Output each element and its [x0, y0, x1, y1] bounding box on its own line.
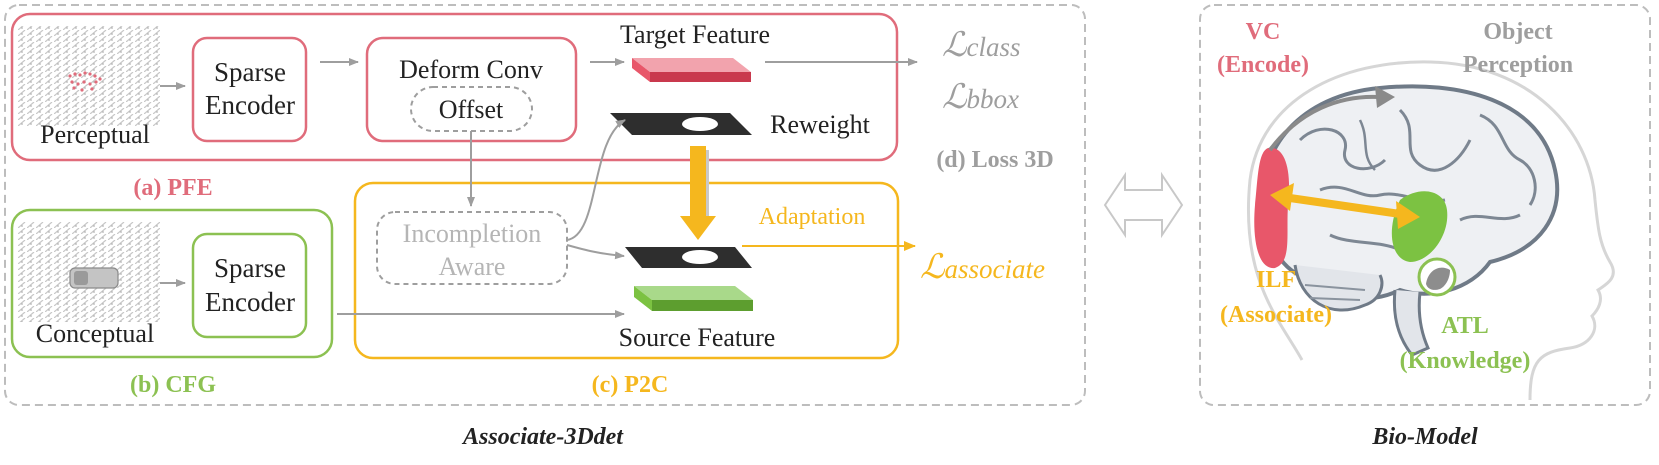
pfe-title: (a) PFE: [133, 175, 212, 201]
loss-class: ℒclass: [942, 27, 1021, 64]
conceptual-pointcloud: [17, 222, 160, 322]
object-perception-line2: Perception: [1463, 52, 1573, 78]
ilf-label-line2: (Associate): [1220, 302, 1332, 328]
pfe-block: [10, 12, 899, 162]
pfe-sparse-encoder-line1: Sparse: [214, 57, 286, 87]
cfg-sparse-encoder-line1: Sparse: [214, 253, 286, 283]
arrow-incompletion-to-reweight: [566, 119, 626, 241]
offset-label: Offset: [439, 95, 504, 124]
associate-3ddet-caption: Associate-3Ddet: [461, 424, 624, 450]
bio-model-frame: [1199, 4, 1651, 406]
perceptual-pointcloud: [17, 26, 160, 126]
cfg-sparse-encoder-line2: Encoder: [205, 287, 295, 317]
loss-associate: ℒassociate: [920, 249, 1045, 286]
associate-3ddet-frame: [4, 4, 1086, 406]
object-perception-line1: Object: [1483, 19, 1552, 45]
loss-bbox-sub: bbox: [967, 84, 1020, 114]
source-feature-label: Source Feature: [619, 323, 776, 352]
loss-bbox: ℒbbox: [942, 79, 1019, 116]
pfe-sparse-encoder-line2: Encoder: [205, 90, 295, 120]
correspondence-arrow: [1103, 171, 1184, 239]
bio-model-caption: Bio-Model: [1371, 424, 1478, 450]
perceptual-label: Perceptual: [40, 120, 150, 149]
reweight-down-arrow: [680, 146, 716, 240]
loss-class-sub: class: [967, 32, 1021, 62]
atl-label-line2: (Knowledge): [1400, 348, 1531, 374]
incompletion-aware-box: [376, 211, 568, 285]
brain-illustration: [1247, 60, 1615, 401]
reweight-mask: [610, 113, 752, 135]
incompletion-line2: Aware: [439, 252, 506, 281]
source-feature-map: [634, 286, 753, 311]
reweight-label: Reweight: [770, 110, 870, 139]
target-feature-map: [632, 58, 751, 82]
ilf-label-line1: ILF: [1256, 267, 1296, 293]
target-feature-label: Target Feature: [620, 20, 770, 49]
vc-label-line2: (Encode): [1217, 52, 1309, 78]
cfg-sparse-encoder-box: [191, 232, 308, 339]
incompletion-line1: Incompletion: [403, 219, 542, 248]
adaptation-label: Adaptation: [759, 204, 866, 230]
p2c-block: [353, 181, 900, 360]
cfg-title: (b) CFG: [130, 372, 216, 398]
loss-associate-sub: associate: [945, 254, 1046, 284]
p2c-title: (c) P2C: [592, 372, 669, 398]
associate-mask: [625, 247, 752, 268]
deform-conv-label: Deform Conv: [399, 55, 543, 84]
loss-3d-title: (d) Loss 3D: [936, 147, 1053, 173]
cfg-block: [10, 208, 334, 359]
vc-label-line1: VC: [1246, 19, 1281, 45]
atl-label-line1: ATL: [1441, 313, 1489, 339]
conceptual-label: Conceptual: [36, 319, 154, 348]
arrow-incompletion-to-mask: [566, 244, 625, 260]
pfe-sparse-encoder-box: [191, 36, 308, 143]
